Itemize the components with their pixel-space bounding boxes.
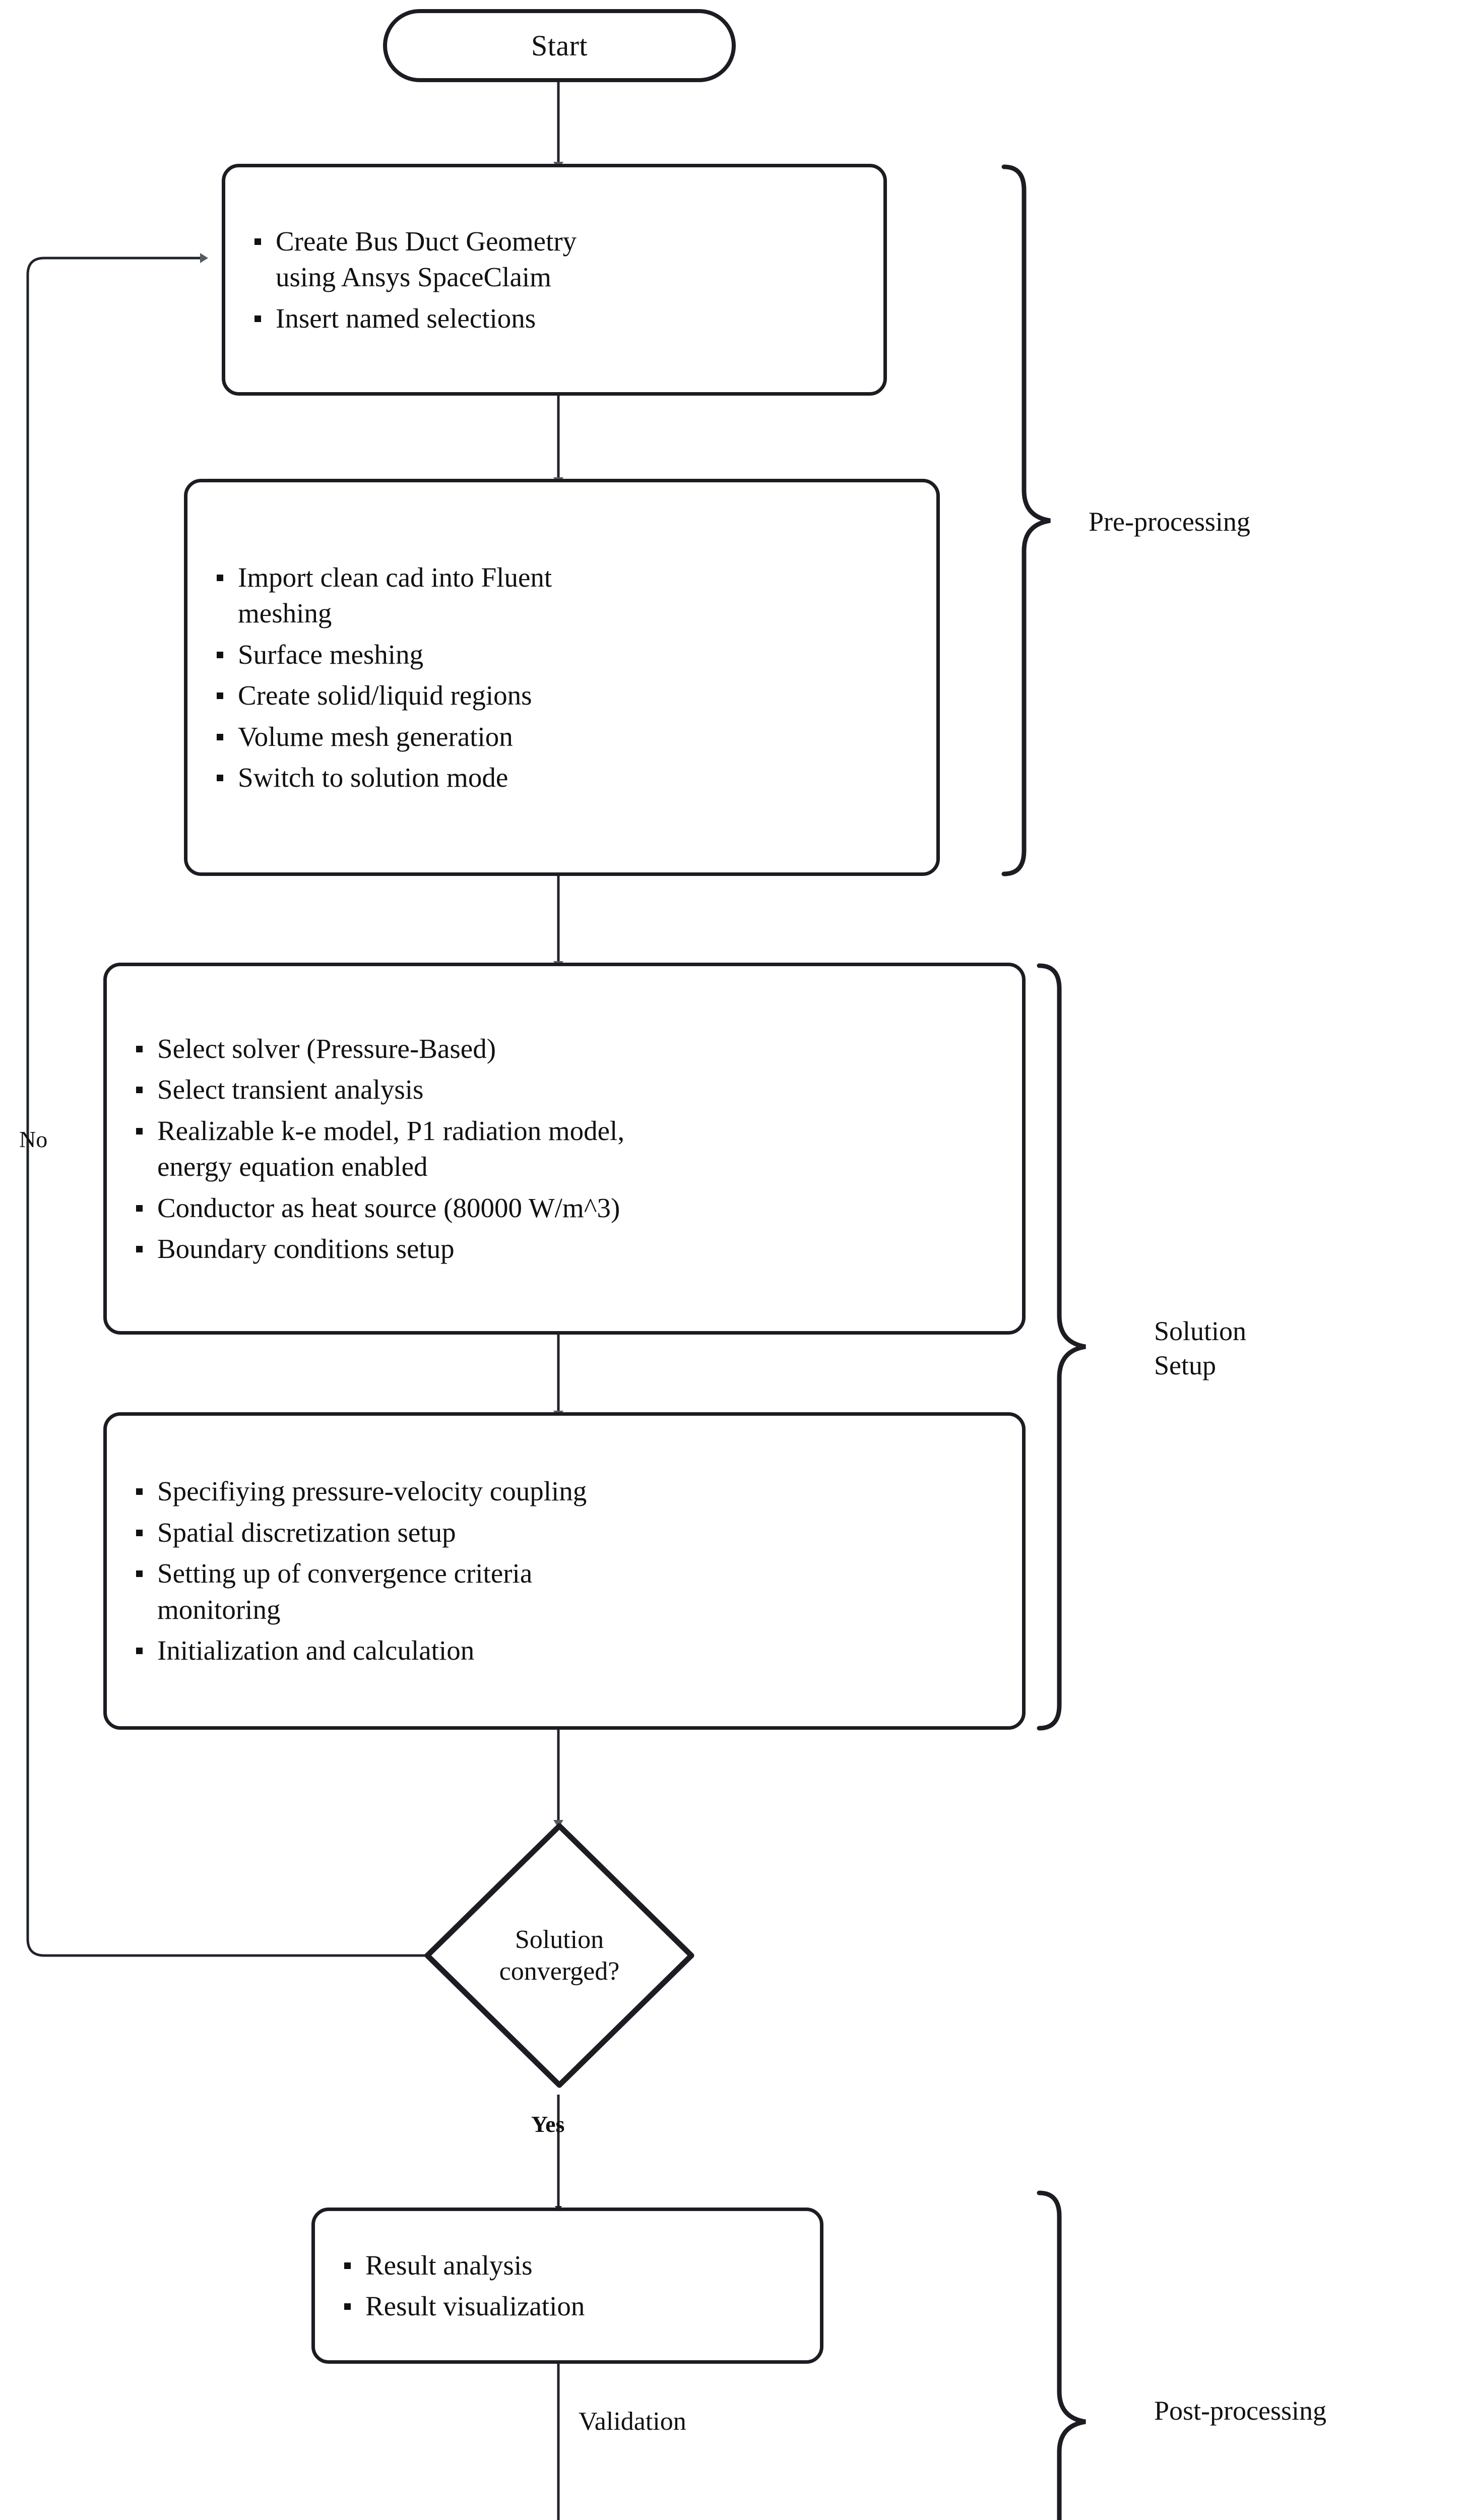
node-decision-text: Solution converged?	[423, 1822, 695, 2089]
list-item: Volume mesh generation	[215, 719, 919, 755]
decision-line-2: converged?	[499, 1957, 620, 1986]
node-meshing[interactable]: Import clean cad into Fluent meshing Sur…	[184, 479, 940, 876]
list-item: Initialization and calculation	[134, 1632, 1005, 1669]
list-item: Create Bus Duct Geometry using Ansys Spa…	[252, 223, 866, 295]
node-results-bullets: Result analysis Result visualization	[315, 2247, 820, 2324]
list-item: Import clean cad into Fluent meshing	[215, 559, 919, 632]
node-geometry[interactable]: Create Bus Duct Geometry using Ansys Spa…	[222, 164, 887, 396]
edge-label-yes: Yes	[531, 2111, 565, 2137]
node-start-label: Start	[531, 29, 588, 62]
brace-pre-processing	[1001, 164, 1051, 876]
list-item: Create solid/liquid regions	[215, 677, 919, 714]
node-geometry-bullets: Create Bus Duct Geometry using Ansys Spa…	[225, 223, 883, 337]
group-label-post-processing: Post-processing	[1154, 2396, 1326, 2426]
node-decision[interactable]: Solution converged?	[423, 1822, 695, 2089]
list-item: Select transient analysis	[134, 1072, 1005, 1108]
diamond-shape	[424, 1823, 694, 2088]
list-item: Result analysis	[342, 2247, 803, 2284]
node-solution-methods-bullets: Specifiying pressure-velocity coupling S…	[107, 1473, 1022, 1669]
group-label-pre-processing: Pre-processing	[1089, 507, 1250, 537]
list-item: Boundary conditions setup	[134, 1231, 1005, 1267]
node-results[interactable]: Result analysis Result visualization	[311, 2208, 823, 2364]
node-start[interactable]: Start	[383, 9, 736, 82]
list-item: Conductor as heat source (80000 W/m^3)	[134, 1190, 1005, 1226]
node-solution-methods[interactable]: Specifiying pressure-velocity coupling S…	[103, 1412, 1026, 1730]
list-item: Specifiying pressure-velocity coupling	[134, 1473, 1005, 1509]
list-item: Result visualization	[342, 2288, 803, 2324]
decision-line-1: Solution	[515, 1925, 604, 1954]
list-item: Realizable k-e model, P1 radiation model…	[134, 1113, 1005, 1185]
group-label-solution-setup: Solution Setup	[1154, 1316, 1247, 1380]
node-meshing-bullets: Import clean cad into Fluent meshing Sur…	[187, 559, 936, 796]
brace-post-processing	[1037, 2190, 1086, 2520]
list-item: Select solver (Pressure-Based)	[134, 1031, 1005, 1067]
edge-label-validation: Validation	[579, 2407, 686, 2436]
list-item: Setting up of convergence criteria monit…	[134, 1555, 1005, 1627]
node-solver-setup[interactable]: Select solver (Pressure-Based) Select tr…	[103, 963, 1026, 1335]
list-item: Spatial discretization setup	[134, 1515, 1005, 1551]
list-item: Switch to solution mode	[215, 760, 919, 796]
node-solver-setup-bullets: Select solver (Pressure-Based) Select tr…	[107, 1031, 1022, 1267]
list-item: Surface meshing	[215, 637, 919, 673]
edge-label-no: No	[19, 1126, 48, 1152]
brace-solution-setup	[1037, 963, 1086, 1731]
list-item: Insert named selections	[252, 300, 866, 337]
